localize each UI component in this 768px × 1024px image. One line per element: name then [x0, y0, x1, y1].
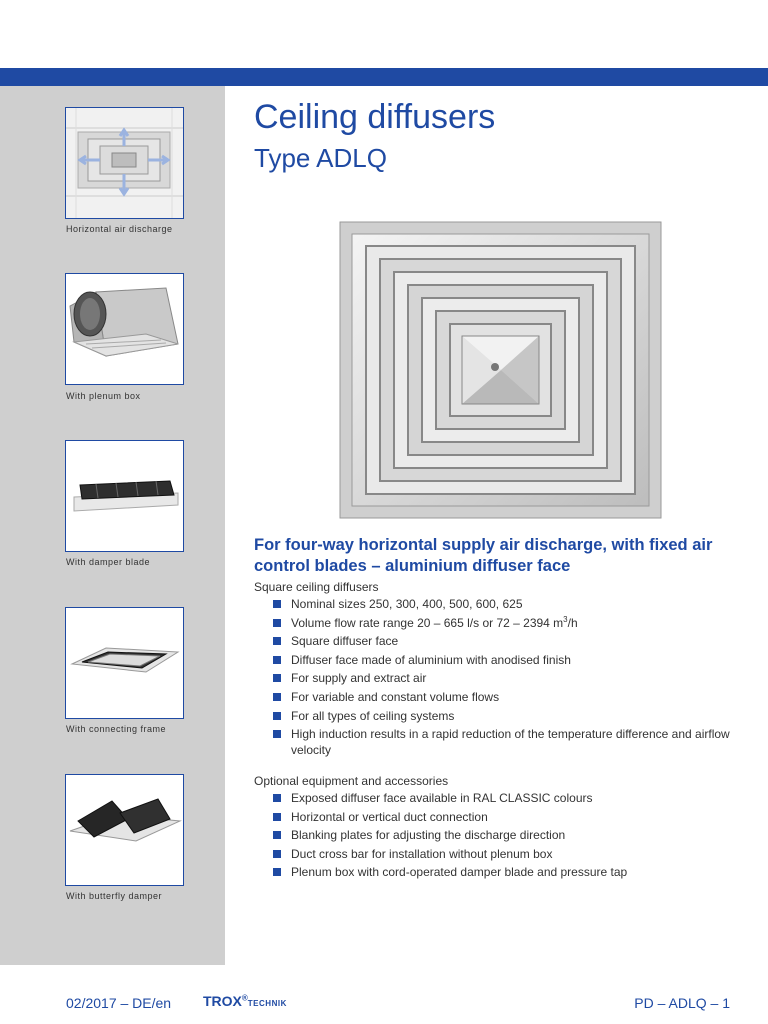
bullet-square-icon	[273, 600, 281, 608]
list-item: Square diffuser face	[254, 633, 744, 649]
bullet-square-icon	[273, 849, 281, 858]
plenum-box-image	[65, 273, 184, 385]
list-item: Diffuser face made of aluminium with ano…	[254, 652, 744, 668]
options-intro: Optional equipment and accessories	[254, 774, 449, 788]
list-item: For variable and constant volume flows	[254, 689, 744, 705]
caption-plenum-box: With plenum box	[66, 391, 141, 401]
butterfly-damper-image	[65, 774, 184, 886]
top-brand-bar	[0, 68, 768, 86]
bullet-square-icon	[273, 812, 281, 821]
bullet-square-icon	[273, 655, 281, 664]
bullet-square-icon	[273, 618, 281, 627]
caption-butterfly-damper: With butterfly damper	[66, 891, 163, 901]
bullet-square-icon	[273, 692, 281, 701]
options-list: Exposed diffuser face available in RAL C…	[254, 790, 744, 880]
caption-connecting-frame: With connecting frame	[66, 724, 167, 734]
ceiling-discharge-image	[65, 107, 184, 219]
list-item: Duct cross bar for installation without …	[254, 846, 744, 862]
list-item: Volume flow rate range 20 – 665 l/s or 7…	[254, 615, 744, 631]
list-item: For supply and extract air	[254, 670, 744, 686]
list-item: Blanking plates for adjusting the discha…	[254, 827, 744, 843]
bullet-square-icon	[273, 674, 281, 683]
bullet-square-icon	[273, 711, 281, 720]
list-item: Plenum box with cord-operated damper bla…	[254, 864, 744, 880]
list-item: Exposed diffuser face available in RAL C…	[254, 790, 744, 806]
damper-blade-image	[65, 440, 184, 552]
bullet-square-icon	[273, 831, 281, 840]
bullet-square-icon	[273, 868, 281, 877]
caption-damper-blade: With damper blade	[66, 557, 151, 567]
list-item: Nominal sizes 250, 300, 400, 500, 600, 6…	[254, 596, 744, 612]
connecting-frame-image	[65, 607, 184, 719]
features-section: Square ceiling diffusers Nominal sizes 2…	[254, 580, 744, 761]
bullet-square-icon	[273, 794, 281, 802]
list-item: High induction results in a rapid reduct…	[254, 726, 744, 758]
bullet-square-icon	[273, 730, 281, 739]
caption-horizontal-discharge: Horizontal air discharge	[66, 224, 173, 234]
product-headline: For four-way horizontal supply air disch…	[254, 536, 713, 575]
page-subtitle: Type ADLQ	[254, 143, 387, 173]
footer-date: 02/2017 – DE/en	[66, 995, 172, 1011]
diffuser-product-image	[338, 220, 663, 520]
features-list: Nominal sizes 250, 300, 400, 500, 600, 6…	[254, 596, 744, 758]
options-section: Optional equipment and accessories Expos…	[254, 774, 744, 883]
trox-logo: TROX®TECHNIK	[203, 993, 287, 1009]
bullet-square-icon	[273, 637, 281, 646]
list-item: Horizontal or vertical duct connection	[254, 809, 744, 825]
page-title: Ceiling diffusers	[254, 98, 496, 136]
features-intro: Square ceiling diffusers	[254, 580, 379, 594]
list-item: For all types of ceiling systems	[254, 708, 744, 724]
footer-page-number: PD – ADLQ – 1	[634, 995, 730, 1011]
